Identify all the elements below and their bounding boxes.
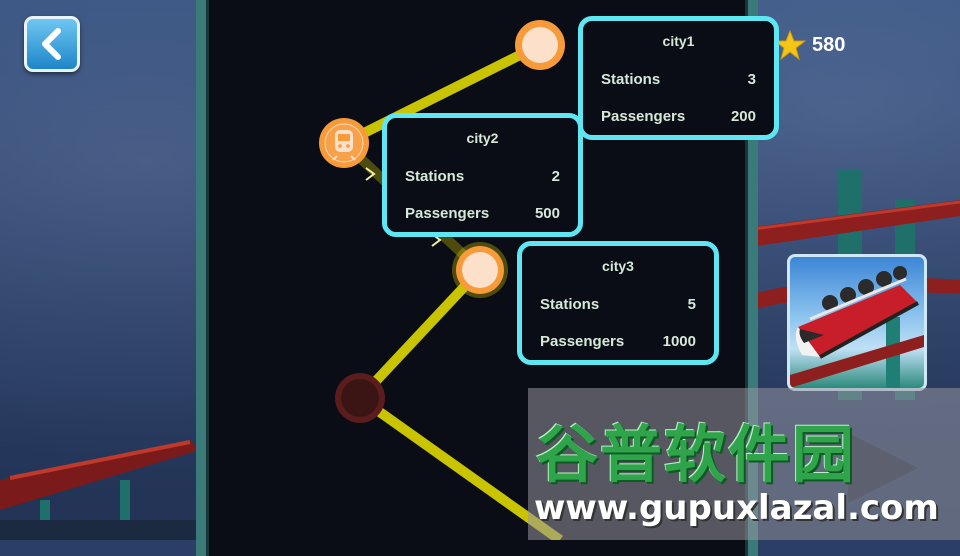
station-node-city1[interactable] xyxy=(515,20,565,70)
stations-label: Stations xyxy=(405,168,465,185)
city-card-city3[interactable]: city3 Stations 5 Passengers 1000 xyxy=(517,241,719,365)
city-name: city2 xyxy=(466,130,499,146)
passengers-value: 500 xyxy=(534,205,560,222)
passengers-label: Passengers xyxy=(405,205,490,222)
level-thumbnail-button[interactable] xyxy=(787,254,927,391)
stations-row: Stations 5 xyxy=(540,296,696,313)
score-value: 580 xyxy=(812,33,846,56)
stations-value: 5 xyxy=(687,296,696,313)
passengers-row: Passengers 200 xyxy=(601,108,756,125)
city-card-city1[interactable]: city1 Stations 3 Passengers 200 xyxy=(578,16,779,140)
route-line-city1 xyxy=(341,40,543,148)
passengers-row: Passengers 1000 xyxy=(540,333,696,350)
roller-coaster-train-icon xyxy=(790,266,924,388)
stations-value: 3 xyxy=(747,71,756,88)
score-display: 580 xyxy=(774,28,845,62)
train-icon xyxy=(332,130,356,161)
train-station-node[interactable] xyxy=(319,118,369,168)
watermark-title: 谷普软件园 xyxy=(536,418,857,491)
city-name: city1 xyxy=(662,33,695,49)
stations-label: Stations xyxy=(540,296,600,313)
locked-station-node[interactable] xyxy=(335,373,385,423)
station-node-city3[interactable] xyxy=(452,242,508,298)
passengers-label: Passengers xyxy=(601,108,686,125)
back-button[interactable] xyxy=(24,16,80,72)
passengers-value: 200 xyxy=(730,108,756,125)
play-arrow-icon xyxy=(848,433,918,503)
route-line-south xyxy=(357,393,563,540)
stations-value: 2 xyxy=(551,168,560,185)
stations-label: Stations xyxy=(601,71,661,88)
watermark-url: www.gupuxlazal.com xyxy=(534,488,939,528)
stations-row: Stations 2 xyxy=(405,168,560,185)
stations-row: Stations 3 xyxy=(601,71,756,88)
route-line-city3 xyxy=(356,266,484,402)
chevron-left-icon xyxy=(42,28,61,60)
passengers-label: Passengers xyxy=(540,333,625,350)
city-card-city2[interactable]: city2 Stations 2 Passengers 500 xyxy=(382,113,583,237)
coaster-track-left-decoration xyxy=(0,440,200,540)
city-name: city3 xyxy=(602,258,634,274)
passengers-value: 1000 xyxy=(662,333,696,350)
passengers-row: Passengers 500 xyxy=(405,205,560,222)
